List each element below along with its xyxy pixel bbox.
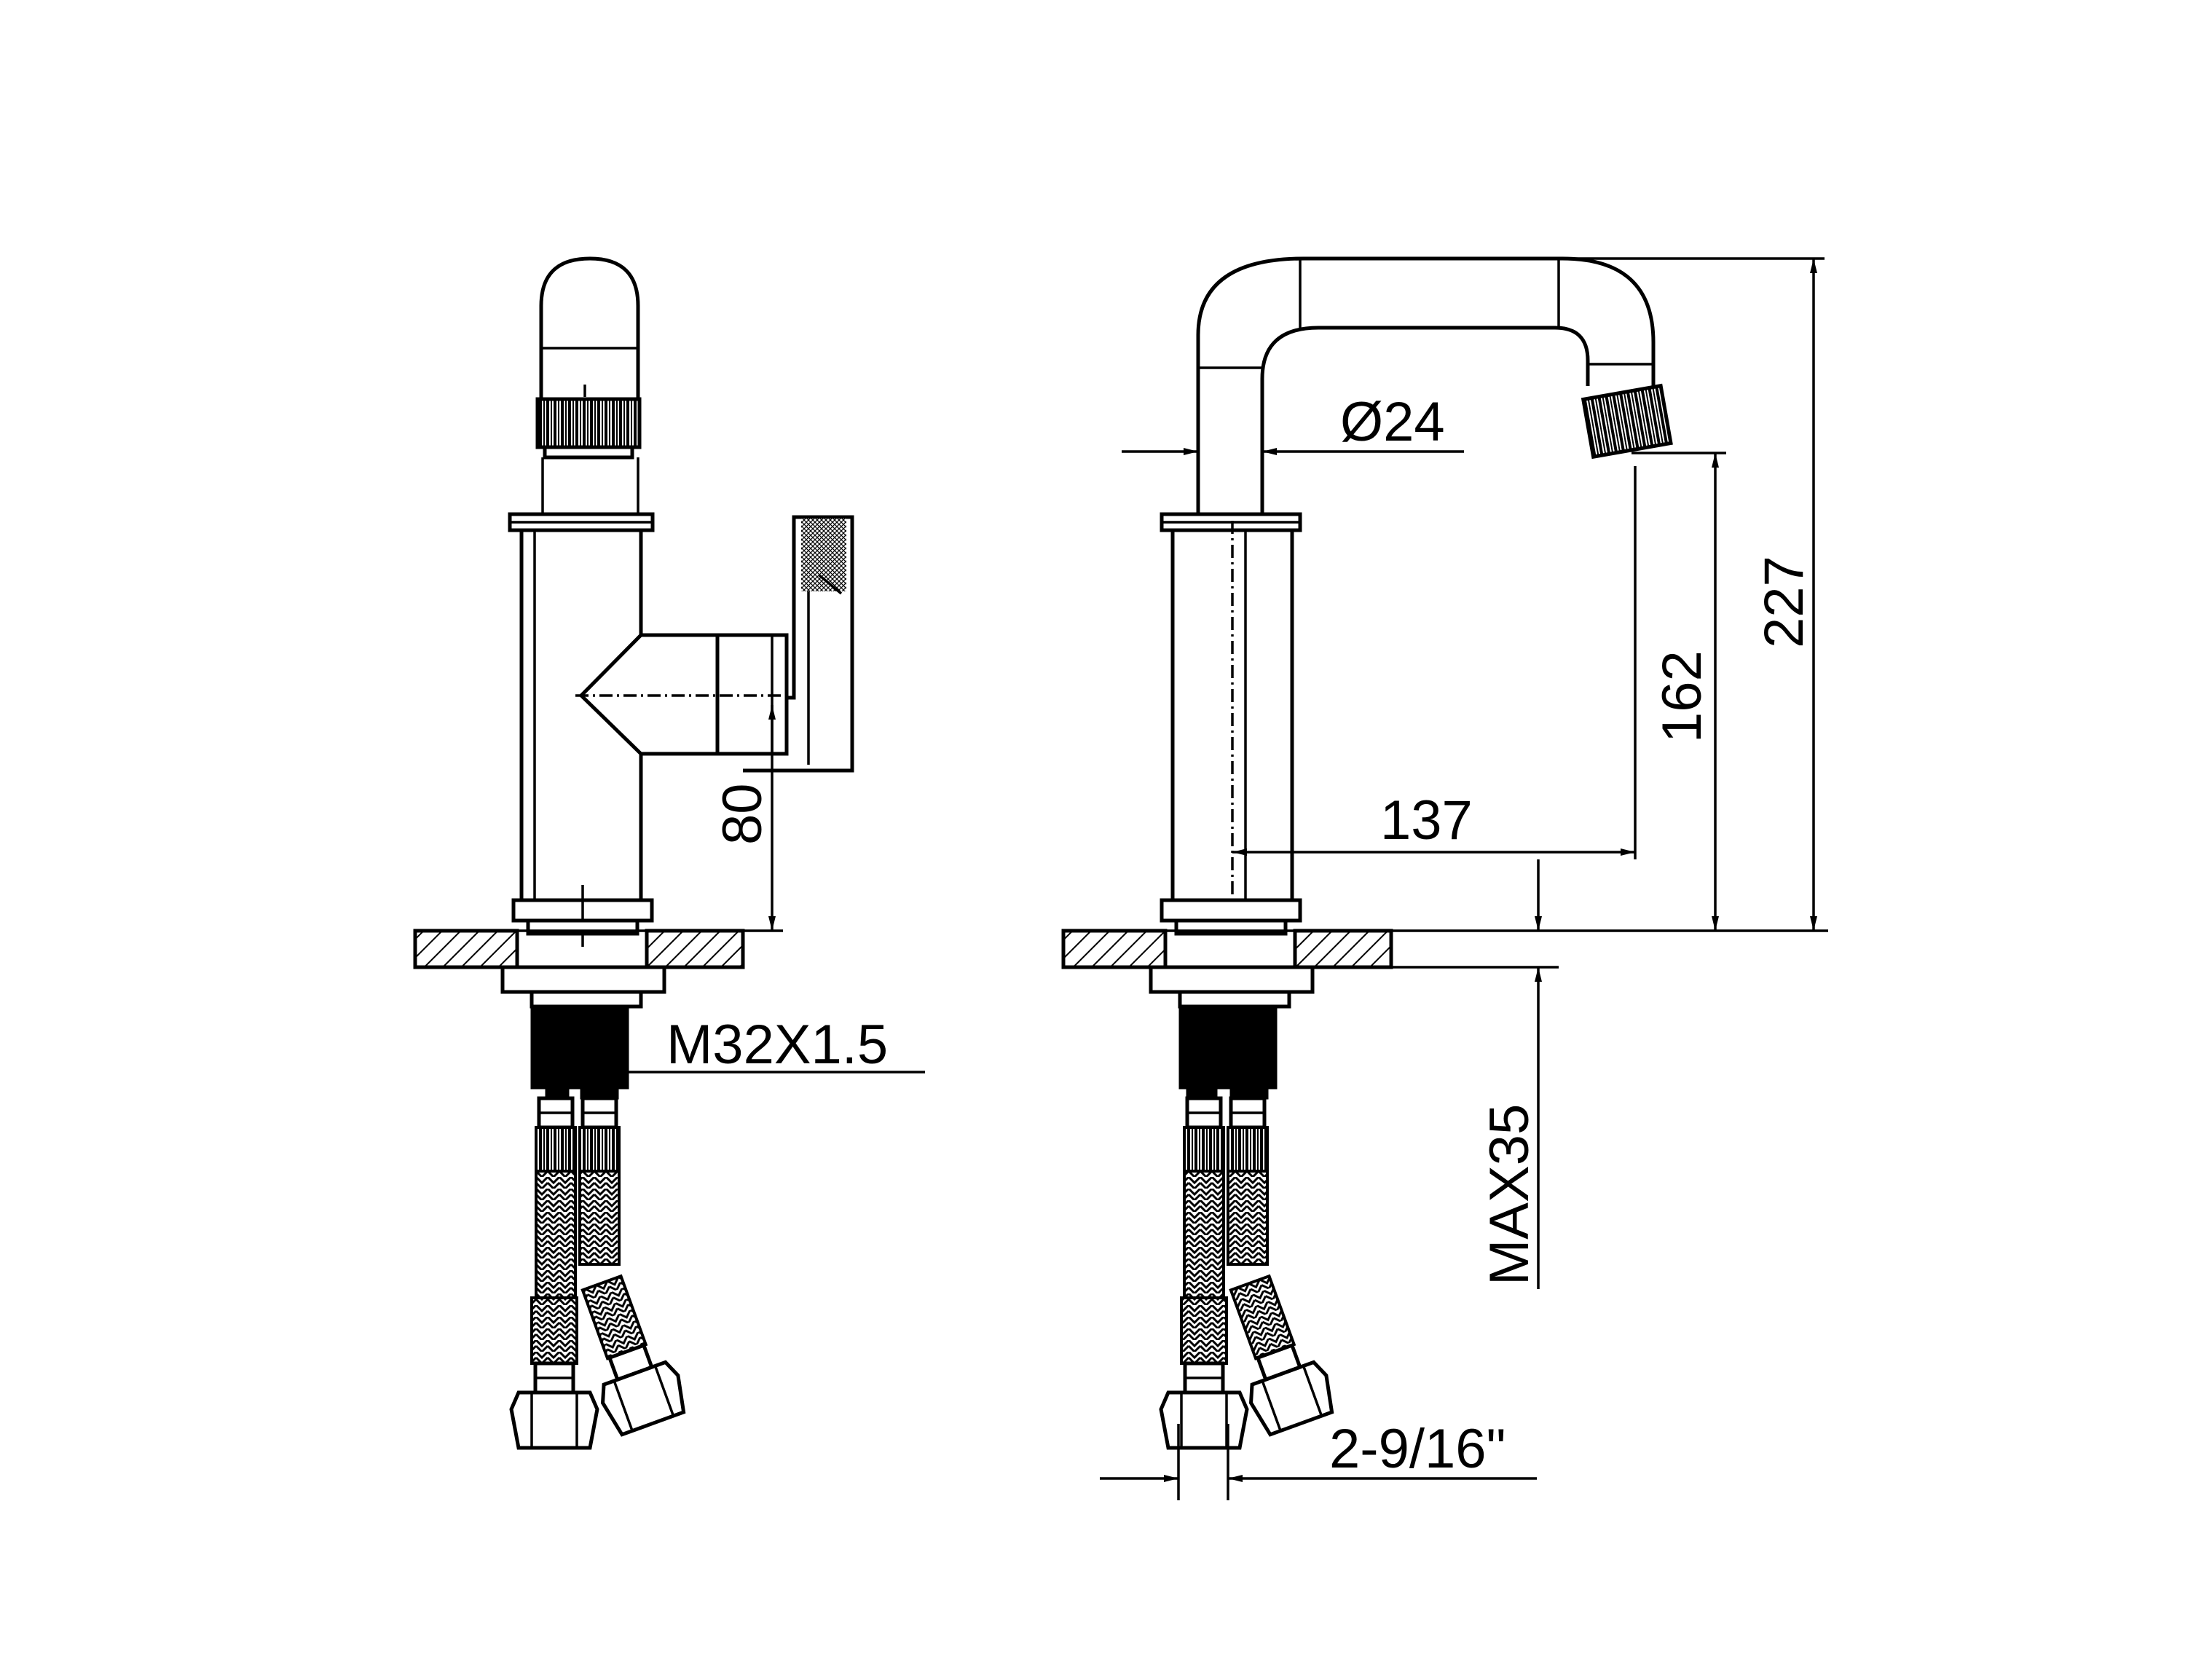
dim-137: 137 xyxy=(1232,466,1637,859)
side-spout-top xyxy=(539,256,640,404)
dim-thread: M32X1.5 xyxy=(628,1014,925,1076)
front-spout xyxy=(1196,256,1656,513)
dim-spacing-label: 2-9/16" xyxy=(1329,1418,1506,1480)
dim-162-label: 162 xyxy=(1651,650,1713,743)
front-base-ring xyxy=(1160,898,1302,923)
side-countertop-right xyxy=(645,929,745,969)
front-aerator xyxy=(1581,383,1673,460)
side-lever xyxy=(743,515,854,773)
dim-80: 80 xyxy=(712,705,783,932)
dim-spacing: 2-9/16" xyxy=(1100,1418,1537,1500)
dim-80-label: 80 xyxy=(712,783,774,845)
front-countertop-left xyxy=(1061,929,1168,969)
front-mount-nut xyxy=(1149,965,1315,994)
front-hose-left xyxy=(1159,1096,1249,1450)
dim-max35: MAX35 xyxy=(1479,859,1542,1289)
dim-diameter: Ø24 xyxy=(1122,391,1464,455)
dim-max35-label: MAX35 xyxy=(1479,1104,1540,1285)
front-hose-right xyxy=(1227,1096,1334,1437)
side-view: 80 M32X1.5 xyxy=(413,256,925,1450)
dim-227: 227 xyxy=(1562,257,1825,931)
front-view: Ø24 137 162 227 MAX35 xyxy=(1061,256,1828,1500)
side-countertop-left xyxy=(413,929,519,969)
side-mount-nut xyxy=(500,965,666,994)
dim-227-label: 227 xyxy=(1753,556,1815,648)
side-hose-right xyxy=(578,1096,686,1437)
front-countertop-right xyxy=(1293,929,1393,969)
dim-137-label: 137 xyxy=(1380,789,1473,851)
side-aerator xyxy=(535,397,642,449)
side-hose-left xyxy=(509,1096,599,1450)
dim-diameter-label: Ø24 xyxy=(1340,391,1445,453)
side-threaded-shank xyxy=(530,1005,629,1090)
front-threaded-shank xyxy=(1178,1005,1278,1090)
dim-162: 162 xyxy=(1632,452,1726,931)
dim-thread-label: M32X1.5 xyxy=(666,1014,888,1076)
